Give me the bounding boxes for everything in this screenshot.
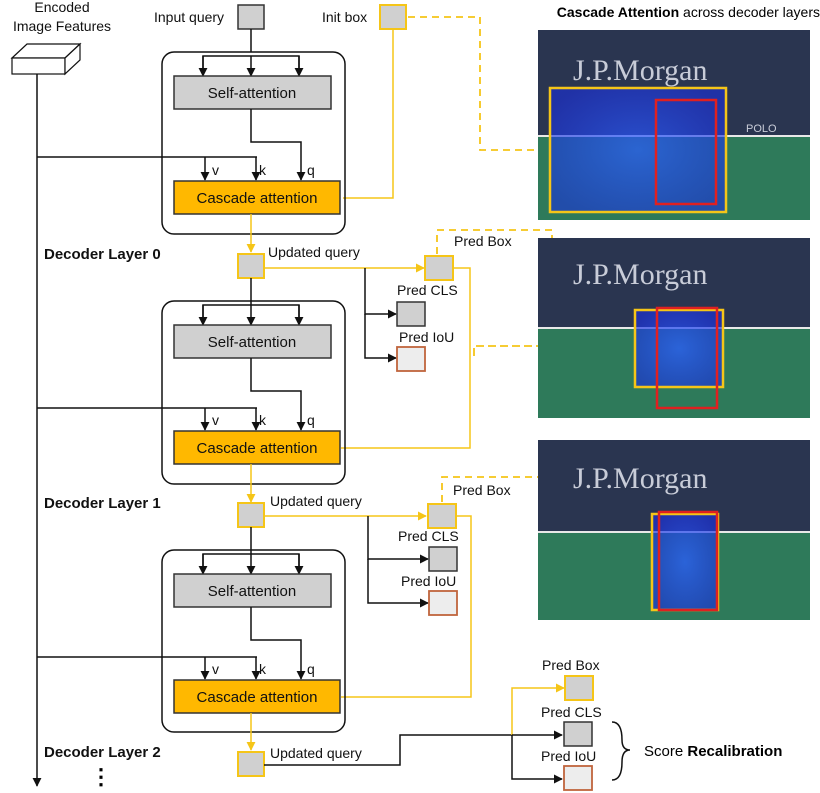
- gt-box-overlay: [655, 306, 719, 410]
- self-attention-label: Self-attention: [208, 85, 296, 102]
- encoder-label-line2: Image Features: [13, 18, 111, 34]
- right-title-rest: across decoder layers: [679, 4, 820, 20]
- input-query-label: Input query: [154, 9, 224, 25]
- pred-box-1: [427, 503, 457, 529]
- k-label: k: [259, 661, 267, 677]
- final-pred-cls-label: Pred CLS: [541, 704, 602, 720]
- scene-polo: POLO: [746, 123, 777, 135]
- ellipsis: ⋮: [90, 764, 112, 789]
- attention-heat: [652, 514, 718, 610]
- pred-box-0: [424, 255, 454, 281]
- score-bold: Recalibration: [687, 743, 782, 760]
- layer-frame: [161, 549, 346, 733]
- pred-box-label-1: Pred Box: [453, 482, 511, 498]
- k-label: k: [259, 162, 267, 178]
- cascade-attention-label: Cascade attention: [197, 689, 318, 706]
- q-label: q: [307, 661, 315, 677]
- scene-banner: J.P.Morgan: [573, 258, 707, 291]
- decoder-layer-2: Self-attention v k q Cascade attention D…: [37, 549, 346, 761]
- encoded-image-features: Encoded Image Features: [10, 0, 111, 76]
- q-label: q: [307, 412, 315, 428]
- recalibration-brace: [611, 721, 631, 781]
- self-attention-label: Self-attention: [208, 583, 296, 600]
- gt-box-overlay: [654, 98, 718, 206]
- attention-heat: [550, 88, 726, 212]
- final-pred-box-label: Pred Box: [542, 657, 600, 673]
- scene-banner: J.P.Morgan: [573, 54, 707, 87]
- v-label: v: [212, 412, 219, 428]
- k-label: k: [259, 412, 267, 428]
- updated-query-box-2: [237, 751, 265, 777]
- decoder-layer-0: Self-attention v k q Cascade attention D…: [37, 51, 346, 263]
- self-attention-block: [173, 75, 332, 110]
- layer-frame: [161, 51, 346, 235]
- final-query-line: [264, 734, 512, 766]
- q-label: q: [307, 162, 315, 178]
- attention-image-0: J.P.Morgan POLO: [538, 30, 810, 220]
- attention-image-1: J.P.Morgan: [538, 238, 810, 418]
- cascade-attention-label: Cascade attention: [197, 190, 318, 207]
- pred-cls-1: [428, 546, 458, 572]
- pred-iou-1: [428, 590, 458, 616]
- pred-cls-label-1: Pred CLS: [398, 528, 459, 544]
- v-label: v: [212, 162, 219, 178]
- init-box-to-image-dashed: [408, 16, 552, 156]
- pred-box-label-0: Pred Box: [454, 233, 512, 249]
- encoder-cube-side: [64, 42, 81, 76]
- pred-iou-label-0: Pred IoU: [399, 329, 454, 345]
- cascade-attention-label: Cascade attention: [197, 440, 318, 457]
- final-pred-cls: [563, 721, 593, 747]
- updated-query-label-0: Updated query: [268, 244, 360, 260]
- scene-banner: J.P.Morgan: [573, 462, 707, 495]
- encoder-label-line1: Encoded: [34, 0, 89, 15]
- updated-query-box-0: [237, 253, 265, 279]
- pred-iou-label-1: Pred IoU: [401, 573, 456, 589]
- final-pred-box: [564, 675, 594, 701]
- layer-frame: [161, 300, 346, 485]
- cascade-attention-block: [173, 430, 341, 465]
- final-pred-iou-label: Pred IoU: [541, 748, 596, 764]
- attention-image-2: J.P.Morgan: [538, 440, 810, 620]
- layer-label: Decoder Layer 0: [44, 246, 161, 263]
- init-box-overlay: [548, 86, 728, 214]
- self-attention-block: [173, 324, 332, 359]
- input-query-box: [237, 4, 265, 30]
- updated-query-box-1: [237, 502, 265, 528]
- right-title: Cascade Attention across decoder layers: [557, 4, 820, 20]
- cascade-attention-block: [173, 679, 341, 714]
- pred-iou-0: [396, 346, 426, 372]
- self-attn-to-q: [250, 109, 306, 181]
- pred-cls-0: [396, 301, 426, 327]
- pred-cls-label-0: Pred CLS: [397, 282, 458, 298]
- layer-label: Decoder Layer 1: [44, 495, 161, 512]
- pred-box-1-to-cascade-2: [341, 515, 472, 698]
- init-box: [379, 4, 407, 30]
- pred-box-0-to-image-dashed: [436, 229, 630, 358]
- final-pred-iou: [563, 765, 593, 791]
- right-title-bold: Cascade Attention: [557, 4, 679, 20]
- cascade-attention-block: [173, 180, 341, 215]
- self-attention-block: [173, 573, 332, 608]
- score-prefix: Score: [644, 743, 687, 760]
- init-box-label: Init box: [322, 9, 367, 25]
- pred-box-overlay: [633, 308, 725, 389]
- decoder-layer-1: Self-attention v k q Cascade attention D…: [37, 300, 346, 512]
- updated-query-label-1: Updated query: [270, 493, 362, 509]
- encoder-cube-front: [11, 57, 66, 75]
- pred-box-0-to-cascade-1: [341, 267, 471, 449]
- self-attention-label: Self-attention: [208, 334, 296, 351]
- gt-box-overlay: [657, 510, 719, 612]
- init-box-to-cascade-line: [343, 29, 394, 199]
- score-recalibration: Score Recalibration: [644, 743, 782, 760]
- attention-heat: [635, 310, 723, 387]
- v-label: v: [212, 661, 219, 677]
- layer-label: Decoder Layer 2: [44, 744, 161, 761]
- updated-query-label-2: Updated query: [270, 745, 362, 761]
